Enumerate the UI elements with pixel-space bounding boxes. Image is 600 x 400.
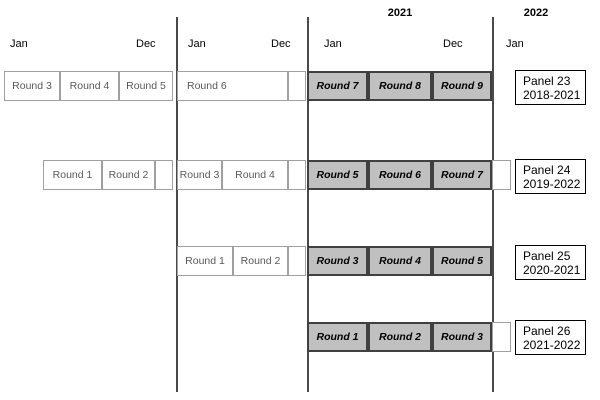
round-box: Round 2 xyxy=(102,160,155,190)
year-divider-line xyxy=(176,17,178,392)
year-divider-line xyxy=(492,17,494,392)
panel-years: 2019-2022 xyxy=(523,177,581,191)
round-box-label: Round 3 xyxy=(179,169,220,181)
round-box-label: Round 4 xyxy=(69,80,110,92)
round-box-highlighted: Round 1 xyxy=(307,322,368,352)
year-label-2021: 2021 xyxy=(387,7,413,19)
round-spacer-box xyxy=(288,246,306,276)
panel-years: 2021-2022 xyxy=(523,338,581,352)
round-box: Round 2 xyxy=(233,246,288,276)
month-label-dec-col2: Dec xyxy=(271,38,291,50)
round-spacer-box xyxy=(155,160,173,190)
panel-name: Panel 25 xyxy=(523,249,571,263)
round-box-highlighted: Round 3 xyxy=(307,246,368,276)
round-box-highlighted: Round 5 xyxy=(307,160,368,190)
round-box-label: Round 5 xyxy=(126,80,166,92)
round-box-label: Round 2 xyxy=(240,255,281,267)
panel-label-box: Panel 24 2019-2022 xyxy=(515,159,586,194)
round-spacer-box xyxy=(492,322,511,352)
round-box-label: Round 1 xyxy=(185,255,225,267)
round-box: Round 3 xyxy=(177,160,222,190)
round-box-label: Round 5 xyxy=(316,169,359,181)
round-box-label: Round 3 xyxy=(316,255,359,267)
round-box-highlighted: Round 4 xyxy=(368,246,432,276)
round-spacer-box xyxy=(288,71,306,101)
round-box: Round 5 xyxy=(119,71,173,101)
round-box: Round 4 xyxy=(60,71,119,101)
round-box-label: Round 5 xyxy=(441,255,483,267)
round-box-label: Round 4 xyxy=(235,169,275,181)
round-box: Round 1 xyxy=(43,160,102,190)
round-box-highlighted: Round 9 xyxy=(432,71,492,101)
panel-label-box: Panel 25 2020-2021 xyxy=(515,245,586,280)
round-box: Round 6 xyxy=(177,71,288,101)
round-box-label: Round 2 xyxy=(379,331,421,343)
panel-years: 2018-2021 xyxy=(523,88,581,102)
panel-name: Panel 26 xyxy=(523,324,571,338)
round-spacer-box xyxy=(492,160,511,190)
round-box-label: Round 6 xyxy=(379,169,421,181)
round-spacer-box xyxy=(288,160,306,190)
year-label-2022: 2022 xyxy=(523,7,549,19)
round-box-highlighted: Round 6 xyxy=(368,160,432,190)
round-box: Round 4 xyxy=(222,160,288,190)
month-label-jan-col2: Jan xyxy=(188,38,206,50)
round-box-highlighted: Round 5 xyxy=(432,246,492,276)
round-box-label: Round 3 xyxy=(12,80,52,92)
panel-years: 2020-2021 xyxy=(523,263,581,277)
round-box: Round 1 xyxy=(177,246,233,276)
round-box-label: Round 1 xyxy=(52,169,93,181)
panel-label-box: Panel 23 2018-2021 xyxy=(515,70,586,105)
round-box-label: Round 7 xyxy=(441,169,483,181)
month-label-jan-col4: Jan xyxy=(506,38,524,50)
round-box-label: Round 2 xyxy=(108,169,149,181)
round-box-label: Round 4 xyxy=(379,255,421,267)
round-box-label: Round 1 xyxy=(316,331,359,343)
year-divider-line xyxy=(307,17,309,392)
round-box-highlighted: Round 7 xyxy=(307,71,368,101)
round-box-highlighted: Round 3 xyxy=(432,322,492,352)
panel-name: Panel 23 xyxy=(523,74,571,88)
round-box-label: Round 9 xyxy=(441,80,483,92)
round-box-label: Round 7 xyxy=(316,80,359,92)
round-box-highlighted: Round 8 xyxy=(368,71,432,101)
round-box-highlighted: Round 2 xyxy=(368,322,432,352)
month-label-dec-col3: Dec xyxy=(443,38,463,50)
panel-label-box: Panel 26 2021-2022 xyxy=(515,320,586,355)
round-box-label: Round 6 xyxy=(187,80,227,92)
month-label-jan-col1: Jan xyxy=(10,38,28,50)
month-label-dec-col1: Dec xyxy=(136,38,156,50)
month-label-jan-col3: Jan xyxy=(324,38,342,50)
round-box-highlighted: Round 7 xyxy=(432,160,492,190)
round-box-label: Round 3 xyxy=(441,331,483,343)
panel-name: Panel 24 xyxy=(523,163,571,177)
round-box: Round 3 xyxy=(4,71,60,101)
round-box-label: Round 8 xyxy=(379,80,421,92)
